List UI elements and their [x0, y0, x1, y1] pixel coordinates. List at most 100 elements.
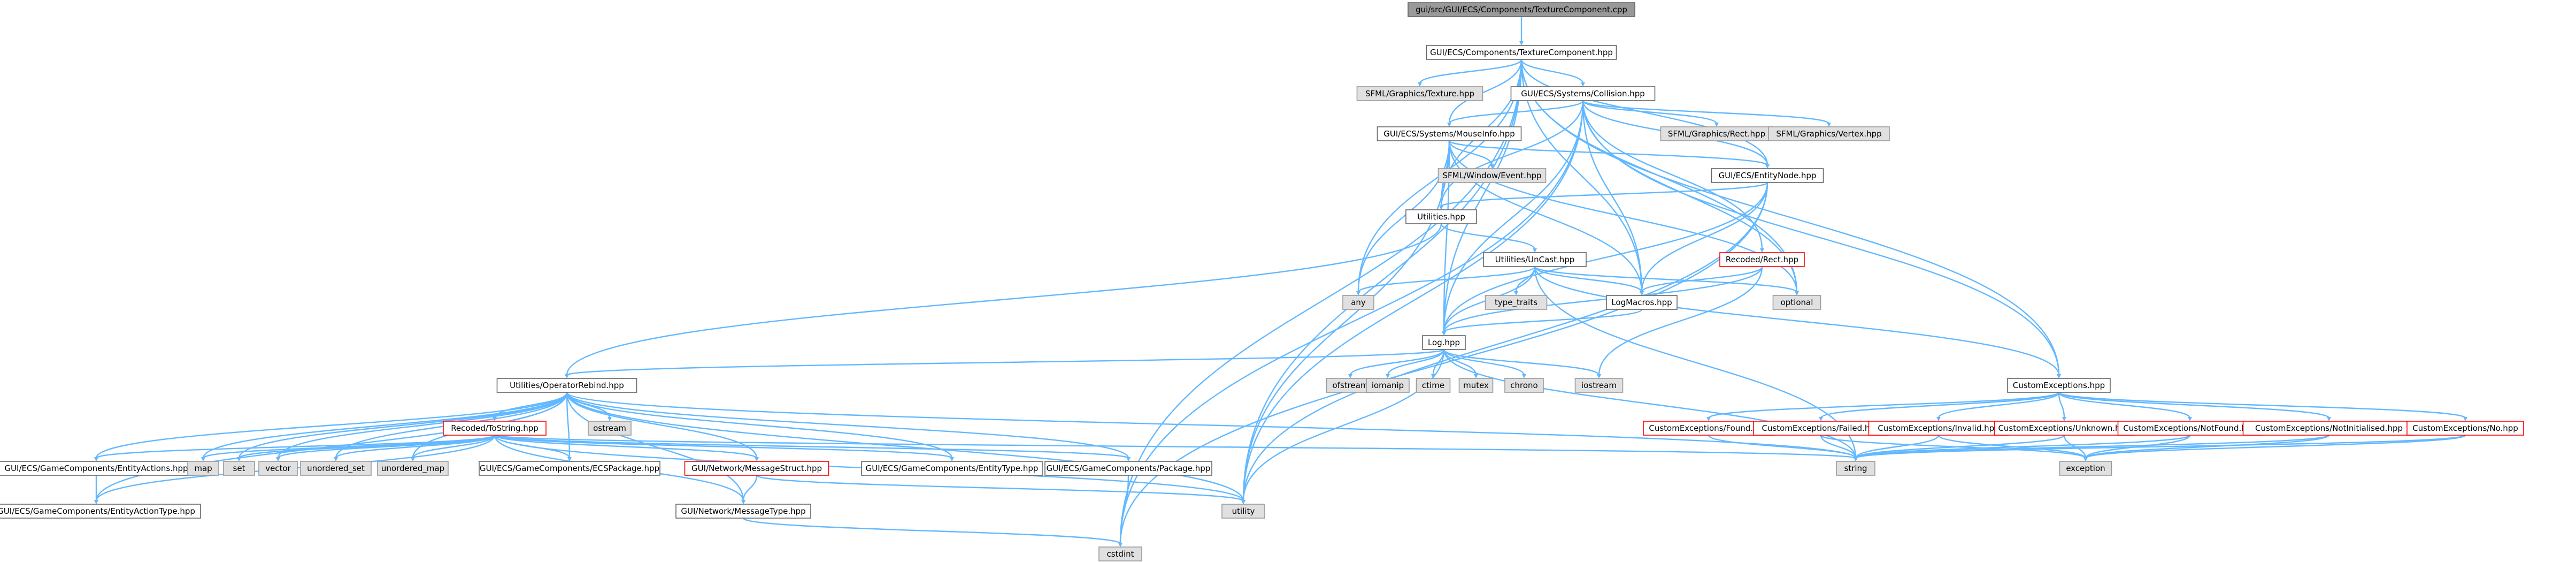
node-ecspkg[interactable]: GUI/ECS/GameComponents/ECSPackage.hpp [479, 461, 660, 476]
node-box-typetr [1485, 295, 1548, 310]
edge-log-to-oprebind [566, 348, 1445, 376]
edge-msgstruct-to-msgtype [742, 475, 758, 502]
node-label-umap: unordered_map [381, 464, 444, 474]
edge-msgtype-to-cstdint [742, 517, 1121, 545]
edge-ceNo-to-exception [2085, 434, 2466, 459]
node-optional: optional [1772, 295, 1821, 310]
arrowhead-custexc-to-ceInvalid [1936, 417, 1941, 421]
node-tch[interactable]: GUI/ECS/Components/TextureComponent.hpp [1426, 45, 1617, 60]
arrowhead-uncast-to-typetr [1514, 291, 1518, 295]
node-box-tch [1426, 45, 1617, 60]
node-recrect[interactable]: Recoded/Rect.hpp [1719, 252, 1805, 267]
node-box-recrect [1719, 252, 1805, 267]
edge-ceInvalid-to-string [1855, 435, 1940, 459]
node-box-optional [1772, 295, 1821, 310]
node-oprebind[interactable]: Utilities/OperatorRebind.hpp [496, 378, 637, 393]
node-ceNo[interactable]: CustomExceptions/No.hpp [2406, 421, 2524, 436]
edge-ceFound-to-string [1708, 435, 1857, 459]
edge-coll-to-log [1443, 100, 1584, 333]
edge-oprebind-to-enttype [566, 392, 953, 459]
node-box-sftex [1356, 86, 1483, 101]
edge-coll-to-custexc [1582, 100, 2060, 376]
node-msgstruct[interactable]: GUI/Network/MessageStruct.hpp [684, 461, 829, 476]
edge-tostring-to-uset [335, 435, 496, 459]
arrowhead-tostring-to-umap [411, 457, 415, 461]
node-string: string [1836, 461, 1875, 476]
arrowhead-custexc-to-ceNo [2463, 417, 2467, 421]
node-label-uset: unordered_set [307, 464, 365, 474]
node-logmac[interactable]: LogMacros.hpp [1606, 295, 1678, 310]
node-label-sfvert: SFML/Graphics/Vertex.hpp [1776, 129, 1881, 139]
node-box-coll [1510, 86, 1656, 101]
arrowhead-custexc-to-ceFailed [1819, 417, 1823, 421]
node-ceNotInit[interactable]: CustomExceptions/NotInitialised.hpp [2242, 421, 2416, 436]
arrowhead-enode-to-util [1439, 206, 1443, 210]
node-label-string: string [1844, 464, 1867, 473]
edge-recrect-to-log [1443, 266, 1763, 333]
node-label-ofstream: ofstream [1332, 381, 1368, 390]
edge-custexc-to-ceNotFound [2058, 392, 2191, 419]
node-enode[interactable]: GUI/ECS/EntityNode.hpp [1711, 168, 1824, 183]
node-mouse[interactable]: GUI/ECS/Systems/MouseInfo.hpp [1377, 126, 1522, 141]
edge-tostring-to-package [494, 434, 1129, 459]
arrowhead-tostring-to-uset [334, 457, 338, 461]
node-box-ceNotInit [2242, 421, 2416, 436]
edge-recrect-to-logmac [1641, 266, 1763, 293]
node-ctime: ctime [1416, 378, 1451, 393]
node-label-iostream: iostream [1581, 381, 1617, 390]
node-box-util [1405, 209, 1477, 224]
arrowhead-mouse-to-sfevt [1490, 164, 1494, 169]
node-tostring[interactable]: Recoded/ToString.hpp [443, 421, 547, 436]
edge-ceNo-to-string [1855, 434, 2466, 459]
node-label-ceFailed: CustomExceptions/Failed.hpp [1762, 423, 1880, 433]
node-label-ecspkg: GUI/ECS/GameComponents/ECSPackage.hpp [480, 464, 659, 473]
edge-enode-to-log [1443, 182, 1768, 333]
arrowhead-tostring-to-map [201, 457, 205, 461]
node-box-set [223, 461, 255, 476]
node-sfvert: SFML/Graphics/Vertex.hpp [1768, 126, 1890, 141]
arrowhead-gcActions-to-actiontype [94, 500, 98, 504]
node-label-utility: utility [1232, 506, 1255, 516]
node-util[interactable]: Utilities.hpp [1405, 209, 1477, 224]
node-typetr: type_traits [1485, 295, 1548, 310]
node-custexc[interactable]: CustomExceptions.hpp [2007, 378, 2111, 393]
node-sfrect: SFML/Graphics/Rect.hpp [1660, 126, 1773, 141]
node-ceFound[interactable]: CustomExceptions/Found.hpp [1643, 421, 1774, 436]
edge-coll-to-cstdint [1119, 100, 1584, 544]
node-ceFailed[interactable]: CustomExceptions/Failed.hpp [1753, 421, 1889, 436]
node-sftex: SFML/Graphics/Texture.hpp [1356, 86, 1483, 101]
edge-log-to-utility [1242, 349, 1445, 502]
node-box-oprebind [496, 378, 637, 393]
edge-enode-to-cstdint [1119, 182, 1768, 544]
node-enttype[interactable]: GUI/ECS/GameComponents/EntityType.hpp [861, 461, 1043, 476]
node-root[interactable]: gui/src/GUI/ECS/Components/TextureCompon… [1408, 2, 1635, 17]
arrowhead-oprebind-to-ostream [608, 417, 612, 421]
node-ceNotFound[interactable]: CustomExceptions/NotFound.hpp [2117, 421, 2263, 436]
node-label-msgtype: GUI/Network/MessageType.hpp [681, 506, 805, 516]
node-label-package: GUI/ECS/GameComponents/Package.hpp [1047, 464, 1211, 473]
node-ceInvalid[interactable]: CustomExceptions/Invalid.hpp [1868, 421, 2009, 436]
node-label-ceNotInit: CustomExceptions/NotInitialised.hpp [2255, 423, 2403, 433]
arrowhead-mouse-to-enode [1765, 164, 1770, 169]
node-actiontype[interactable]: GUI/ECS/GameComponents/EntityActionType.… [0, 504, 201, 519]
edge-mouse-to-any [1357, 140, 1450, 293]
node-gcActions[interactable]: GUI/ECS/GameComponents/EntityActions.hpp [0, 461, 194, 476]
edge-coll-to-sfrect [1582, 100, 1718, 124]
node-label-optional: optional [1781, 298, 1813, 307]
node-label-log: Log.hpp [1428, 338, 1460, 347]
node-label-sftex: SFML/Graphics/Texture.hpp [1365, 89, 1474, 98]
node-label-gcActions: GUI/ECS/GameComponents/EntityActions.hpp [4, 464, 188, 473]
node-log[interactable]: Log.hpp [1422, 335, 1466, 350]
node-msgtype[interactable]: GUI/Network/MessageType.hpp [675, 504, 811, 519]
edge-tostring-to-enttype [494, 434, 953, 459]
node-label-set: set [233, 464, 245, 473]
arrowhead-log-to-iomanip [1386, 374, 1390, 378]
node-label-ceInvalid: CustomExceptions/Invalid.hpp [1878, 423, 1999, 433]
node-package[interactable]: GUI/ECS/GameComponents/Package.hpp [1044, 461, 1212, 476]
node-box-ecspkg [479, 461, 660, 476]
node-ceUnknown[interactable]: CustomExceptions/Unknown.hpp [1994, 421, 2135, 436]
node-exception: exception [2059, 461, 2112, 476]
node-coll[interactable]: GUI/ECS/Systems/Collision.hpp [1510, 86, 1656, 101]
node-uncast[interactable]: Utilities/UnCast.hpp [1483, 252, 1587, 267]
edge-tch-to-cstdint [1119, 59, 1522, 544]
